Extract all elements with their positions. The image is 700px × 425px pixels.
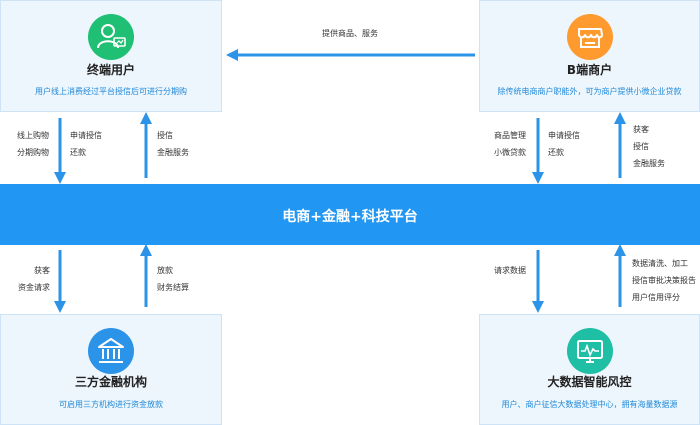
label-line: 申请授信 [548, 131, 580, 140]
label-merchant-down-b: 申请授信 还款 [548, 127, 580, 161]
label-line: 金融服务 [157, 148, 189, 157]
third-party-finance-box: 三方金融机构 可启用三方机构进行资金放款 [0, 314, 222, 425]
label-line: 还款 [548, 148, 564, 157]
label-user-down-b: 申请授信 还款 [70, 127, 102, 161]
label-user-down-a: 线上购物 分期购物 [17, 127, 49, 161]
top-flow-label: 提供商品、服务 [322, 29, 378, 38]
user-card-icon [88, 14, 134, 60]
bank-icon [88, 328, 134, 374]
label-line: 财务结算 [157, 283, 189, 292]
label-line: 商品管理 [494, 131, 526, 140]
terminal-user-box: 终端用户 用户线上消费经过平台授信后可进行分期购 [0, 0, 222, 112]
label-user-up: 授信 金融服务 [157, 127, 189, 161]
platform-bar: 电商+金融+科技平台 [0, 184, 700, 245]
label-bank-down: 获客 资金请求 [18, 262, 50, 296]
terminal-user-desc: 用户线上消费经过平台授信后可进行分期购 [35, 87, 187, 96]
shop-icon [566, 14, 613, 60]
monitor-icon [566, 328, 613, 374]
b-merchant-box: B端商户 除传统电商商户职能外，可为商户提供小微企业贷款 [479, 0, 700, 112]
big-data-risk-box: 大数据智能风控 用户、商户征信大数据处理中心，拥有海量数据源 [479, 314, 700, 425]
label-line: 授信 [633, 142, 649, 151]
third-party-finance-title: 三方金融机构 [74, 375, 147, 389]
label-line: 授信 [157, 131, 173, 140]
label-line: 授信审批决策报告 [632, 276, 696, 285]
label-line: 放款 [157, 266, 173, 275]
label-line: 线上购物 [17, 131, 49, 140]
label-merchant-down-a: 商品管理 小微贷款 [494, 127, 526, 161]
b-merchant-desc: 除传统电商商户职能外，可为商户提供小微企业贷款 [497, 87, 682, 96]
label-risk-down: 请求数据 [494, 262, 526, 279]
label-line: 获客 [633, 125, 649, 134]
label-line: 获客 [34, 266, 50, 275]
big-data-risk-desc: 用户、商户征信大数据处理中心，拥有海量数据源 [501, 400, 678, 409]
label-line: 小微贷款 [494, 148, 526, 157]
label-line: 资金请求 [18, 283, 50, 292]
terminal-user-title: 终端用户 [86, 63, 135, 77]
label-line: 数据清洗、加工 [632, 259, 688, 268]
third-party-finance-desc: 可启用三方机构进行资金放款 [59, 400, 163, 409]
label-line: 还款 [70, 148, 86, 157]
label-line: 金融服务 [633, 159, 665, 168]
label-bank-up: 放款 财务结算 [157, 262, 189, 296]
big-data-risk-title: 大数据智能风控 [547, 375, 632, 389]
label-merchant-up: 获客 授信 金融服务 [633, 121, 665, 172]
label-line: 分期购物 [17, 148, 49, 157]
label-line: 申请授信 [70, 131, 102, 140]
b-merchant-title: B端商户 [566, 63, 613, 77]
label-line: 用户信用评分 [632, 293, 680, 302]
label-risk-up: 数据清洗、加工 授信审批决策报告 用户信用评分 [632, 255, 696, 306]
label-line: 请求数据 [494, 266, 526, 275]
platform-title: 电商+金融+科技平台 [282, 209, 418, 225]
